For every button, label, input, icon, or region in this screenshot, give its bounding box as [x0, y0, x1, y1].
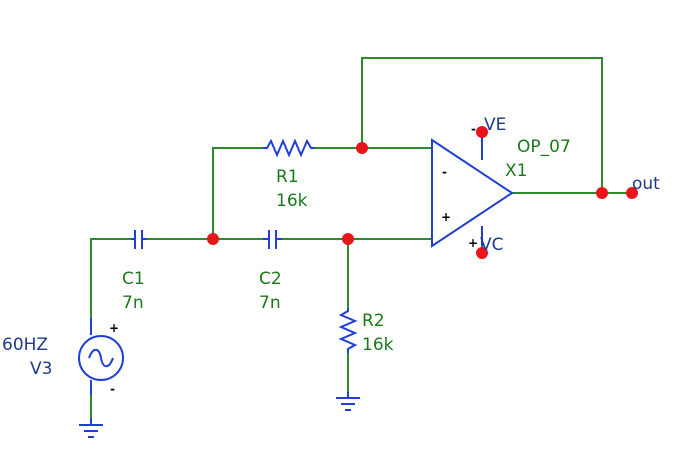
opamp-plus-sign: +	[441, 210, 451, 224]
c2-value-label: 7n	[259, 293, 281, 313]
node-ve[interactable]	[476, 126, 488, 138]
opamp-vc-label: VC	[480, 235, 504, 255]
x1-model-label: OP_07	[517, 137, 571, 157]
resistor-icon[interactable]	[338, 308, 358, 353]
c2-ref-label: C2	[259, 269, 282, 289]
wire-feedback-loop	[361, 57, 603, 193]
node-output[interactable]	[596, 187, 608, 199]
r2-value-label: 16k	[362, 335, 394, 355]
v3-value-label: 60HZ	[2, 335, 48, 355]
v3-minus-sign: -	[110, 382, 115, 396]
opamp-icon[interactable]: - + - +	[431, 122, 514, 253]
opamp-body	[431, 138, 514, 248]
r1-body	[263, 138, 315, 158]
opamp-ve-label: VE	[484, 115, 506, 135]
wire-v3-to-c1	[90, 238, 131, 318]
r1-ref-label: R1	[276, 167, 299, 187]
wires	[90, 57, 632, 425]
r2-body	[338, 308, 358, 353]
v3-plus-sign: +	[109, 321, 119, 335]
opamp-vc-pin-sign: +	[468, 236, 478, 250]
opamp-ve-pin-sign: -	[471, 122, 476, 136]
v3-body	[78, 335, 124, 381]
ground-icon	[79, 418, 103, 438]
node-b[interactable]	[356, 142, 368, 154]
c1-value-label: 7n	[122, 293, 144, 313]
resistor-icon[interactable]	[263, 138, 315, 158]
ac-source-icon[interactable]: + -	[78, 318, 124, 396]
node-out-terminal[interactable]	[626, 187, 638, 199]
sine-wave-icon	[88, 348, 114, 368]
capacitor-icon[interactable]	[131, 230, 147, 249]
r2-ref-label: R2	[362, 311, 385, 331]
node-c[interactable]	[342, 233, 354, 245]
opamp-minus-sign: -	[442, 165, 447, 179]
node-a[interactable]	[207, 233, 219, 245]
r1-value-label: 16k	[276, 191, 308, 211]
v3-ref-label: V3	[30, 359, 52, 379]
nodes	[207, 126, 638, 259]
net-out-label: out	[632, 174, 660, 194]
capacitor-icon[interactable]	[263, 230, 282, 249]
node-vc[interactable]	[476, 247, 488, 259]
wire-node-a-to-r1	[212, 147, 263, 239]
c1-ref-label: C1	[122, 269, 145, 289]
ground-icon	[336, 392, 360, 411]
x1-ref-label: X1	[505, 161, 527, 181]
